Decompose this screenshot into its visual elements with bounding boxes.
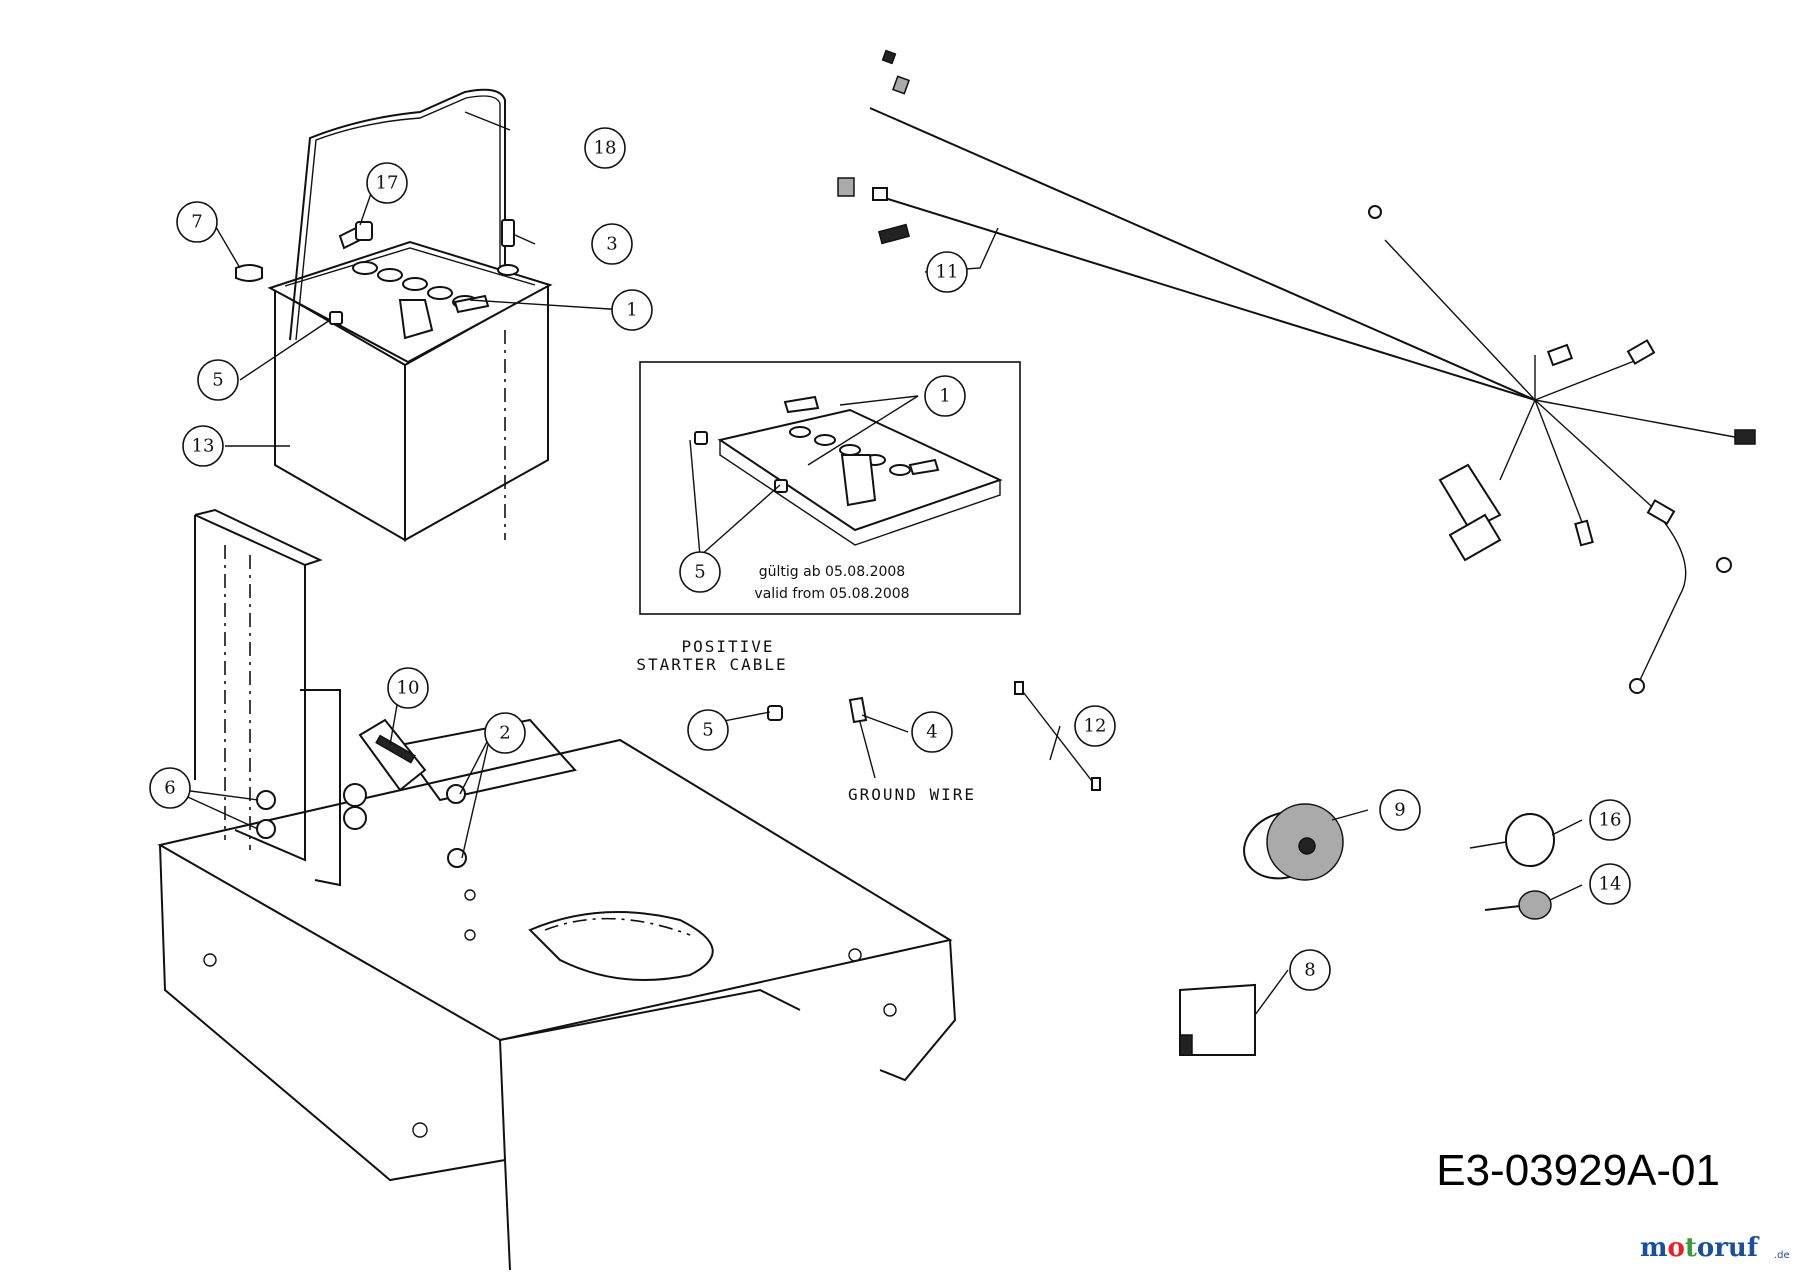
- logo-letter-o: o: [1668, 1233, 1685, 1263]
- mounting-bracket: [194, 508, 341, 887]
- solenoid: [343, 718, 427, 830]
- callout-11: 11: [926, 251, 968, 293]
- bolt-3: [497, 219, 519, 276]
- callout-7: 7: [176, 201, 218, 243]
- clip-4: [848, 696, 868, 724]
- battery: [267, 240, 553, 542]
- callout-13: 13: [182, 425, 224, 467]
- callout-8: 8: [1289, 949, 1331, 991]
- callout-10: 10: [387, 667, 429, 709]
- callout-5-inset: 5: [679, 551, 721, 593]
- svg-text:5: 5: [702, 720, 713, 741]
- svg-text:11: 11: [936, 262, 959, 283]
- ignition-switch: [1243, 803, 1344, 881]
- leader-lines: [167, 111, 1583, 1016]
- frame: [157, 718, 957, 1271]
- bolt-17: [338, 221, 373, 250]
- logo-letters-rest: oruf: [1697, 1233, 1760, 1263]
- svg-text:9: 9: [1394, 800, 1405, 821]
- callout-5: 5: [197, 359, 239, 401]
- svg-text:16: 16: [1599, 810, 1622, 831]
- svg-text:8: 8: [1304, 960, 1315, 981]
- clamp-7: [235, 264, 263, 282]
- callout-4: 4: [911, 711, 953, 753]
- svg-text:12: 12: [1084, 716, 1107, 737]
- callout-9: 9: [1379, 789, 1421, 831]
- watermark-logo: motoruf .de: [1640, 1233, 1790, 1263]
- ground-wire-label: GROUND WIRE: [848, 785, 976, 804]
- svg-text:6: 6: [164, 778, 175, 799]
- callout-1: 1: [611, 289, 653, 331]
- inset-note-line1: gültig ab 05.08.2008: [759, 564, 905, 580]
- positive-cable-label-line1: POSITIVE: [681, 637, 774, 656]
- svg-text:5: 5: [212, 370, 223, 391]
- logo-suffix: .de: [1774, 1250, 1790, 1261]
- positive-cable-label-line2: STARTER CABLE: [636, 655, 787, 674]
- svg-text:7: 7: [191, 212, 202, 233]
- svg-text:18: 18: [594, 138, 617, 159]
- key-cap: [1505, 813, 1555, 867]
- hold-down-rod: [289, 88, 506, 341]
- logo-letter-m: m: [1640, 1233, 1668, 1263]
- svg-text:14: 14: [1599, 874, 1622, 895]
- svg-text:3: 3: [606, 234, 617, 255]
- svg-text:13: 13: [192, 436, 215, 457]
- callout-12: 12: [1074, 705, 1116, 747]
- plate-8: [1179, 983, 1256, 1056]
- callout-6: 6: [149, 767, 191, 809]
- svg-text:1: 1: [626, 300, 637, 321]
- callout-14: 14: [1589, 863, 1631, 905]
- callout-2: 2: [484, 712, 526, 754]
- callout-5-center: 5: [687, 709, 729, 751]
- svg-text:1: 1: [939, 386, 950, 407]
- key: [1484, 890, 1552, 920]
- svg-text:10: 10: [397, 678, 420, 699]
- callout-3: 3: [591, 223, 633, 265]
- nut-5: [767, 705, 783, 721]
- callout-1-inset: 1: [924, 375, 966, 417]
- diagram-code: E3-03929A-01: [1436, 1146, 1720, 1195]
- svg-text:17: 17: [376, 173, 399, 194]
- callout-16: 16: [1589, 799, 1631, 841]
- svg-text:motoruf: motoruf: [1640, 1233, 1760, 1263]
- svg-text:4: 4: [926, 722, 937, 743]
- svg-text:5: 5: [694, 562, 705, 583]
- callout-17: 17: [366, 162, 408, 204]
- inset-note-line2: valid from 05.08.2008: [754, 586, 909, 602]
- callout-18: 18: [584, 127, 626, 169]
- logo-letter-t: t: [1685, 1233, 1697, 1263]
- wiring-harness: [837, 49, 1756, 694]
- svg-text:2: 2: [499, 723, 510, 744]
